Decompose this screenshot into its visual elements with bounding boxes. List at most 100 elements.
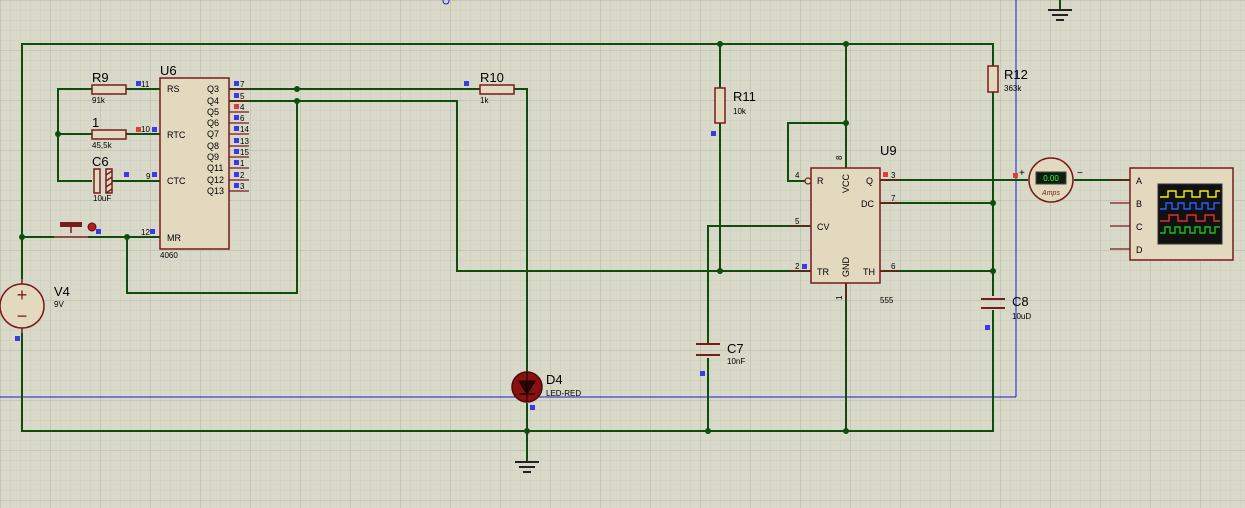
u9-pin-q: Q	[866, 176, 873, 186]
u6-pin-rs: RS	[167, 84, 180, 94]
v4-ref: V4	[54, 284, 70, 299]
svg-text:1: 1	[240, 159, 245, 168]
c7-value: 10nF	[727, 357, 745, 366]
u9-pin-r: R	[817, 176, 824, 186]
u6-pin-mr: MR	[167, 233, 181, 243]
u9-ref: U9	[880, 143, 897, 158]
svg-text:6: 6	[240, 114, 245, 123]
r1-ref: 1	[92, 115, 99, 130]
c7-ref: C7	[727, 341, 744, 356]
u6-right-pin-labels: Q3 Q4 Q5 Q6 Q7 Q8 Q9 Q11 Q12 Q13	[207, 84, 224, 196]
svg-text:4: 4	[240, 103, 245, 112]
r11-value: 10k	[733, 107, 747, 116]
u6-pin-rtc: RTC	[167, 130, 186, 140]
u9-pin-vcc: VCC	[841, 173, 851, 193]
junction-dots	[19, 41, 996, 434]
ic-u6-4060[interactable]: U6 4060 RS RTC CTC MR 11 10 9 12	[136, 63, 249, 260]
u6-type: 4060	[160, 251, 178, 260]
r9-ref: R9	[92, 70, 109, 85]
r12-value: 363k	[1004, 84, 1022, 93]
plus-sign-icon: +	[17, 285, 28, 305]
ammeter-unit: Amps	[1041, 190, 1060, 197]
d4-ref: D4	[546, 372, 563, 387]
resistor-r10[interactable]: R10 1k	[464, 70, 515, 105]
c8-value: 10uD	[1012, 312, 1031, 321]
reset-pushbutton[interactable]	[54, 222, 101, 238]
resistor-r12[interactable]: R12 363k	[987, 65, 1028, 93]
svg-text:5: 5	[240, 92, 245, 101]
scope-channel-d: D	[1136, 245, 1143, 255]
svg-text:Q9: Q9	[207, 152, 219, 162]
scope-trace	[1160, 214, 1220, 222]
capacitor-c8[interactable]: C8 10uD	[981, 294, 1031, 330]
svg-text:Q8: Q8	[207, 141, 219, 151]
scope-channel-b: B	[1136, 199, 1142, 209]
u6-pinnum-11: 11	[141, 80, 150, 89]
c6-ref: C6	[92, 154, 109, 169]
svg-text:Q11: Q11	[207, 163, 223, 173]
scope-trace	[1160, 202, 1220, 210]
ammeter-minus: −	[1077, 168, 1083, 179]
u6-right-pin-numbers: 7 5 4 6 14 13 15 1 2 3	[234, 80, 249, 191]
svg-text:13: 13	[240, 137, 249, 146]
u9-pinnum-6: 6	[891, 262, 896, 271]
u9-pinnum-7: 7	[891, 194, 896, 203]
svg-text:14: 14	[240, 125, 249, 134]
resistor-1[interactable]: 1 45,5k	[91, 115, 127, 150]
u9-pinnum-4: 4	[795, 171, 800, 180]
ic-u9-555[interactable]: U9 555 R Q DC CV TR TH VCC GND 4 3 7 5 2…	[790, 143, 900, 305]
u6-right-pin-stubs	[229, 88, 249, 192]
r9-value: 91k	[92, 96, 106, 105]
u9-pinnum-8: 8	[835, 155, 844, 160]
r10-ref: R10	[480, 70, 504, 85]
svg-text:Q5: Q5	[207, 107, 219, 117]
v4-value: 9V	[54, 300, 64, 309]
scope-trace	[1160, 226, 1220, 234]
u6-pin-ctc: CTC	[167, 176, 186, 186]
capacitor-c6[interactable]: C6 10uF	[92, 154, 129, 203]
ammeter[interactable]: 0.00 Amps + −	[1013, 157, 1083, 203]
oscilloscope[interactable]: A B C D	[1110, 167, 1234, 261]
scope-trace	[1160, 190, 1220, 198]
capacitor-c7[interactable]: C7 10nF	[696, 341, 745, 376]
svg-text:Q4: Q4	[207, 96, 219, 106]
svg-text:3: 3	[240, 182, 245, 191]
u9-pin-tr: TR	[817, 267, 829, 277]
u9-pinnum-2: 2	[795, 262, 800, 271]
scope-traces	[1160, 190, 1220, 234]
u6-pinnum-10: 10	[141, 125, 150, 134]
c6-value: 10uF	[93, 194, 111, 203]
resistor-r9[interactable]: R9 91k	[91, 70, 127, 105]
r10-value: 1k	[480, 96, 489, 105]
battery-v4[interactable]: + − V4 9V	[0, 279, 70, 341]
svg-text:15: 15	[240, 148, 249, 157]
u9-type: 555	[880, 296, 894, 305]
c8-ref: C8	[1012, 294, 1029, 309]
r1-value: 45,5k	[92, 141, 113, 150]
led-d4[interactable]: D4 LED-RED	[511, 371, 581, 410]
svg-text:2: 2	[240, 171, 245, 180]
scope-channel-c: C	[1136, 222, 1143, 232]
svg-text:Q7: Q7	[207, 129, 219, 139]
svg-text:Q6: Q6	[207, 118, 219, 128]
u9-pinnum-1: 1	[835, 295, 844, 300]
r12-ref: R12	[1004, 67, 1028, 82]
svg-text:Q12: Q12	[207, 175, 224, 185]
scope-channel-a: A	[1136, 176, 1142, 186]
ground-symbol-bottom	[515, 461, 539, 473]
u9-pinnum-3: 3	[891, 171, 896, 180]
u9-pin-cv: CV	[817, 222, 830, 232]
d4-value: LED-RED	[546, 389, 581, 398]
u9-pinnum-5: 5	[795, 217, 800, 226]
u9-pin-th: TH	[863, 267, 875, 277]
u9-pin-dc: DC	[861, 199, 874, 209]
svg-text:Q3: Q3	[207, 84, 219, 94]
minus-sign-icon: −	[17, 306, 28, 326]
u9-pin-gnd: GND	[841, 257, 851, 278]
u6-pinnum-12: 12	[141, 228, 150, 237]
u6-pinnum-9: 9	[146, 172, 151, 181]
resistor-r11[interactable]: R11 10k	[711, 87, 756, 136]
r11-ref: R11	[733, 89, 756, 104]
ammeter-reading: 0.00	[1043, 174, 1059, 183]
